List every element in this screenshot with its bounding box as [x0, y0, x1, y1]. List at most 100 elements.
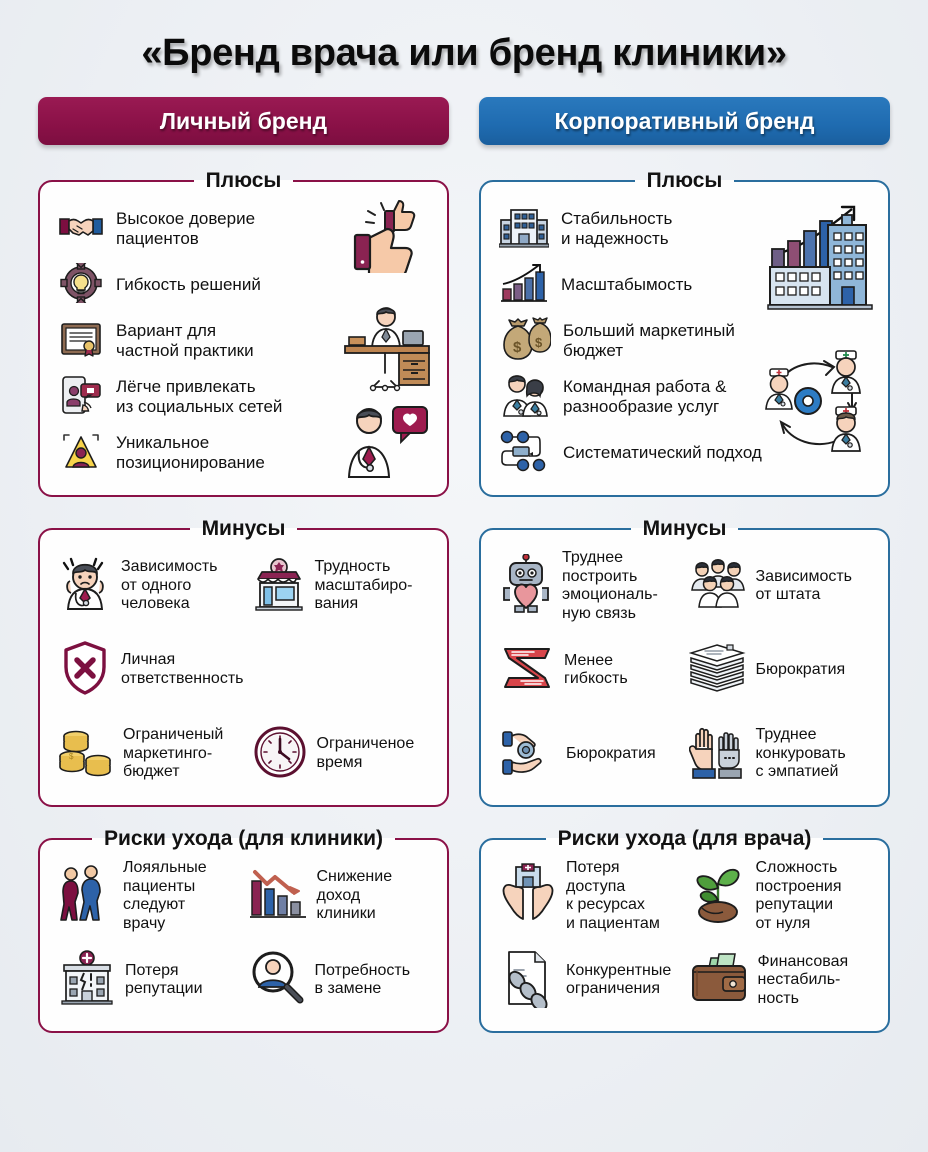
list-item: Командная работа & разнообразие услуг: [499, 369, 870, 425]
list-item: Уникальное позиционирование: [58, 425, 429, 481]
list-item-label: Вариант для частной практики: [116, 320, 254, 360]
list-item: Личная ответственность: [58, 633, 244, 707]
list-item-label: Лёгче привлекать из социальных сетей: [116, 376, 283, 416]
list-item: Систематический подход: [499, 425, 870, 481]
money-bags-icon: $ $: [499, 316, 552, 367]
wallet-icon: [689, 952, 749, 1009]
list-item: Финансовая нестабиль- ность: [689, 943, 871, 1017]
coins-icon: $: [58, 726, 114, 783]
card-corporate-minuses: Минусы: [479, 517, 890, 808]
list-item: Бюрократия: [687, 633, 871, 707]
list-item-label: Бюрократия: [566, 744, 656, 762]
list-item: Масштабымость: [499, 257, 870, 313]
list-item: Высокое доверие пациентов: [58, 201, 429, 257]
list-item-label: Ограниченый маркетинго- бюджет: [123, 726, 224, 781]
list-personal-pluses: Высокое доверие пациентов: [58, 201, 429, 481]
sprout-icon: [689, 864, 747, 929]
list-item: Вариант для частной практики: [58, 313, 429, 369]
svg-text:$: $: [513, 339, 522, 356]
list-item-label: Потеря доступа к ресурсах и пациентам: [566, 859, 660, 932]
badge-corporate-brand: Корпоративный бренд: [479, 97, 890, 145]
list-item-label: Личная ответственность: [121, 651, 244, 687]
card-heading: Риски ухода (для врача): [557, 827, 812, 851]
list-item-label: Гибкость решений: [116, 274, 261, 294]
list-item-label: Снижение доход клиники: [316, 868, 393, 923]
hospital-building-icon: [498, 206, 550, 253]
card-heading: Плюсы: [646, 169, 723, 192]
comparison-columns: Плюсы Высокое доверие пациентов: [0, 145, 928, 1051]
phone-social-icon: [58, 375, 104, 420]
certificate-icon: [58, 319, 104, 364]
list-corporate-minuses: Труднее построить эмоциональ- ную связь: [499, 549, 870, 791]
card-personal-minuses: Минусы: [38, 517, 449, 807]
list-item-label: Уникальное позиционирование: [116, 432, 265, 472]
list-item: Сложность построения репутации от нуля: [689, 859, 871, 933]
robot-hand-icon: [688, 723, 747, 786]
list-item: Менее гибкость: [499, 633, 681, 707]
card-heading: Минусы: [201, 517, 286, 540]
handshake-icon: [58, 207, 104, 252]
list-item-label: Ограниченое время: [316, 735, 415, 771]
list-item: Труднее построить эмоциональ- ную связь: [499, 549, 681, 623]
list-item-label: Труднее конкуровать с эмпатией: [755, 726, 846, 781]
list-item-label: Потребность в замене: [314, 961, 411, 998]
list-item: Зависимость от одного человека: [58, 549, 244, 623]
declining-chart-icon: [248, 865, 308, 928]
list-item: Трудность масштабиро- вания: [252, 549, 430, 623]
list-item-label: Бюрократия: [755, 660, 846, 678]
robot-heart-icon: [499, 552, 553, 619]
list-item-label: Конкурентные ограничения: [566, 961, 672, 998]
list-item: $ $ Больший маркетиный бюджет: [499, 313, 870, 369]
clock-icon: [252, 724, 308, 785]
list-item: Зависимость от штата: [689, 549, 871, 623]
coin-hand-icon: [499, 726, 557, 783]
shield-cross-icon: [58, 639, 112, 702]
list-item: Лёгче привлекать из социальных сетей: [58, 369, 429, 425]
gear-bulb-icon: [58, 257, 104, 308]
list-item: Бюрократия: [499, 717, 681, 791]
list-item-label: Менее гибкость: [564, 651, 628, 688]
list-item: Снижение доход клиники: [248, 859, 430, 933]
list-item: Потеря репутации: [58, 943, 240, 1017]
list-item-label: Финансовая нестабиль- ность: [757, 952, 849, 1007]
card-heading: Минусы: [642, 517, 727, 540]
svg-text:$: $: [69, 752, 74, 761]
list-item-label: Зависимость от одного человека: [121, 558, 218, 613]
list-item-label: Больший маркетиный бюджет: [563, 320, 735, 360]
search-person-icon: [248, 949, 306, 1012]
staff-group-icon: [689, 557, 747, 616]
list-item: Труднее конкуровать с эмпатией: [688, 717, 871, 791]
column-personal-brand: Плюсы Высокое доверие пациентов: [38, 169, 449, 1034]
team-doctors-icon: [499, 372, 551, 423]
badge-personal-brand: Личный бренд: [38, 97, 449, 145]
list-item-label: Трудность масштабиро- вания: [314, 558, 413, 613]
list-item-label: Сложность построения репутации от нуля: [755, 859, 842, 932]
list-item-label: Стабильность и надежность: [561, 208, 673, 248]
list-corporate-pluses: Стабильность и надежность: [498, 201, 870, 481]
list-item-label: Систематический подход: [563, 442, 762, 462]
list-item-label: Масштабымость: [561, 274, 693, 294]
hands-clinic-icon: [499, 863, 557, 930]
page-title: «Бренд врача или бренд клиники»: [141, 32, 787, 74]
paper-stack-icon: [687, 641, 747, 700]
svg-text:$: $: [535, 335, 543, 350]
chain-document-icon: [499, 948, 557, 1013]
list-item-label: Командная работа & разнообразие услуг: [563, 376, 727, 416]
clinic-shop-icon: [252, 557, 306, 616]
card-corporate-pluses: Плюсы: [479, 169, 890, 497]
list-item: Лояяльные пациенты следуют врачу: [58, 859, 240, 933]
column-corporate-brand: Плюсы: [479, 169, 890, 1034]
list-item-label: Труднее построить эмоциональ- ную связь: [562, 549, 658, 622]
list-item-label: Потеря репутации: [125, 961, 203, 998]
list-item-spacer: [252, 633, 430, 707]
growth-bars-icon: [499, 262, 549, 309]
list-personal-risks: Лояяльные пациенты следуют врачу: [58, 859, 429, 1017]
broken-clinic-icon: [58, 949, 116, 1011]
brand-badges: Личный бренд Корпоративный бренд: [0, 75, 928, 145]
list-item: Стабильность и надежность: [498, 201, 870, 257]
list-item-label: Лояяльные пациенты следуют врачу: [123, 859, 207, 932]
list-item: Потеря доступа к ресурсах и пациентам: [499, 859, 681, 933]
patients-walking-icon: [58, 863, 114, 930]
card-heading: Плюсы: [205, 169, 282, 192]
card-personal-risks: Риски ухода (для клиники) Лояяльные: [38, 827, 449, 1034]
